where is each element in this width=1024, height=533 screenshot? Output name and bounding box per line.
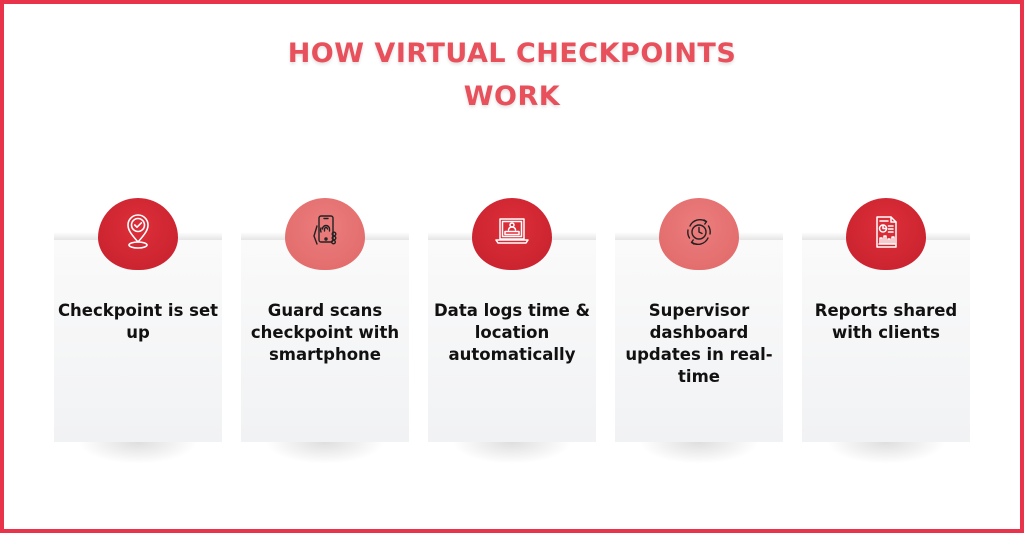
page-title: HOW VIRTUAL CHECKPOINTS WORK — [0, 32, 1024, 118]
card-bottom-shadow — [265, 442, 385, 464]
title-line-1: HOW VIRTUAL CHECKPOINTS — [287, 38, 737, 69]
laptop-user-login-icon — [495, 218, 529, 244]
step-icon-badge-1 — [98, 198, 178, 270]
step-card-4 — [615, 232, 783, 464]
step-icon-badge-5 — [846, 198, 926, 270]
smartphone-fingerprint-icon — [313, 215, 337, 245]
clock-refresh-icon — [687, 219, 711, 245]
step-icon-badge-3 — [472, 198, 552, 270]
step-label-3: Data logs time & location automatically — [433, 301, 591, 364]
step-label-4: Supervisor dashboard updates in real-tim… — [625, 301, 773, 386]
card-bottom-shadow — [78, 442, 198, 464]
card-bottom-shadow — [639, 442, 759, 464]
step-icon-badge-4 — [659, 198, 739, 270]
card-bottom-shadow — [826, 442, 946, 464]
step-card-3 — [428, 232, 596, 464]
step-label-1: Checkpoint is set up — [57, 301, 219, 342]
step-label-5: Reports shared with clients — [814, 301, 958, 342]
step-icon-badge-2 — [285, 198, 365, 270]
step-label-2: Guard scans checkpoint with smartphone — [250, 301, 400, 364]
report-document-icon — [876, 216, 897, 248]
title-line-2: WORK — [463, 81, 561, 112]
card-bottom-shadow — [452, 442, 572, 464]
step-card-2 — [241, 232, 409, 464]
location-pin-check-icon — [127, 214, 149, 249]
